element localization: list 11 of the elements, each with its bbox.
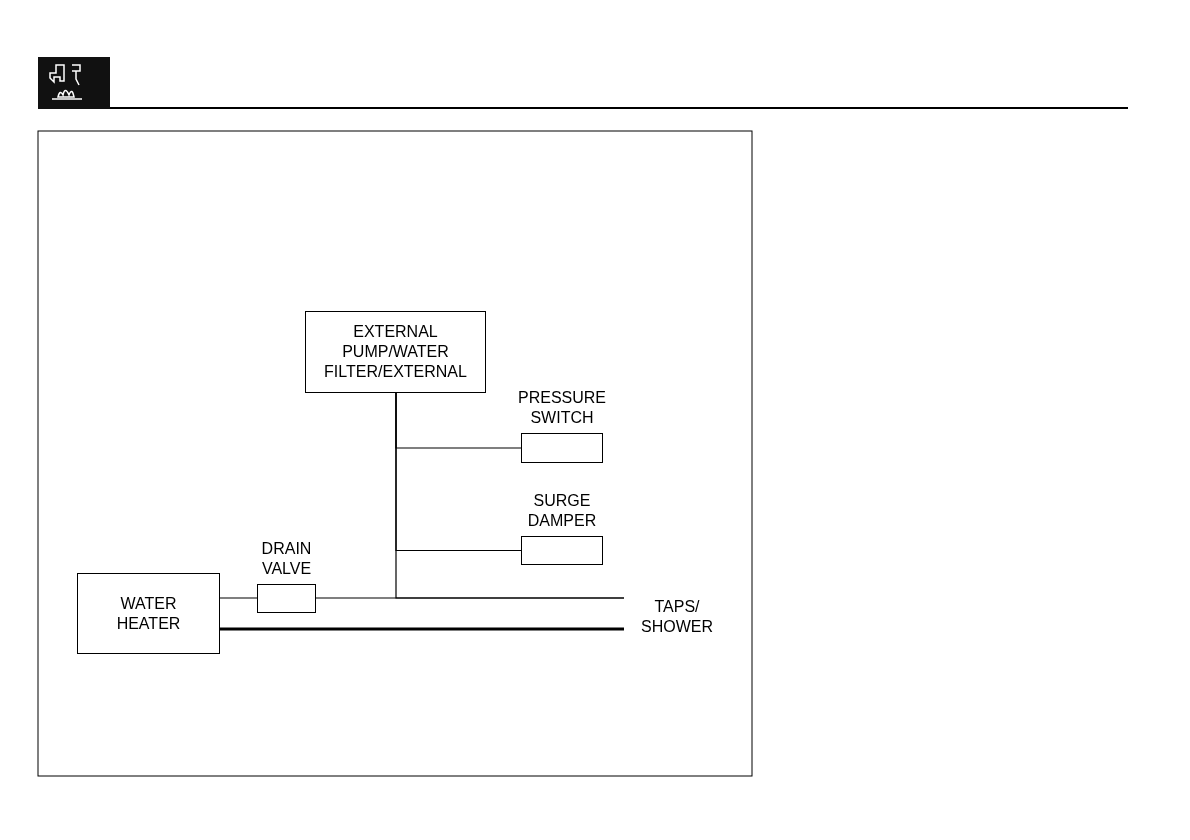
component-box <box>305 311 486 393</box>
component-label: EXTERNAL PUMP/WATER FILTER/EXTERNAL <box>323 322 468 382</box>
outlet-label: TAPS/ SHOWER <box>630 597 724 637</box>
component-label: DRAIN VALVE <box>260 539 313 579</box>
component-label: WATER HEATER <box>115 593 182 634</box>
component-label: SURGE DAMPER <box>526 491 598 531</box>
pipe-line <box>219 597 258 599</box>
component-box <box>77 573 220 654</box>
pipe-line <box>395 392 625 599</box>
pipe-line <box>220 627 624 631</box>
component-label: PRESSURE SWITCH <box>517 388 607 428</box>
